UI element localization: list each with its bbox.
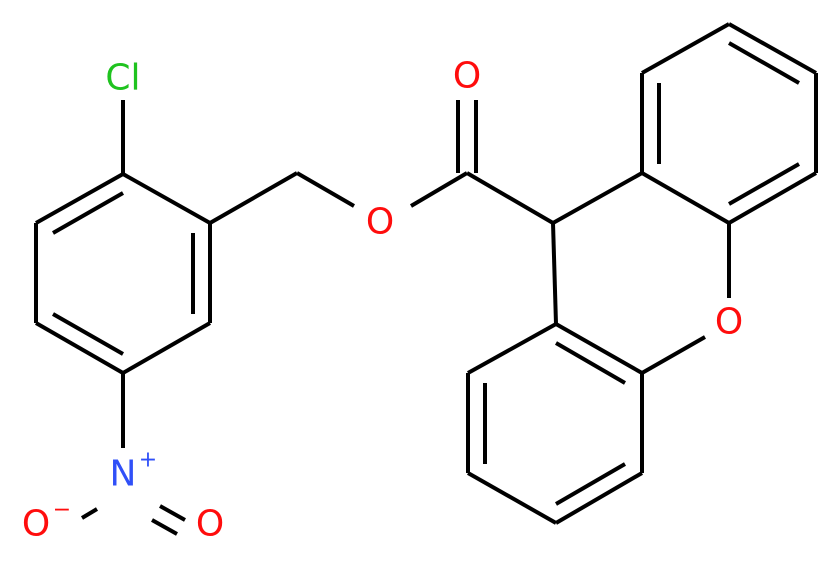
nitro-oxygen-minus-atom: O bbox=[22, 504, 50, 545]
ester-oxygen-atom: O bbox=[366, 202, 394, 243]
n-ominus-bond bbox=[80, 507, 99, 520]
ch-ring-top-bond bbox=[552, 171, 643, 225]
carbonyl-ch-bond bbox=[465, 171, 555, 225]
n-o-double-bond-b bbox=[151, 518, 178, 536]
ring-o-bond-bottom bbox=[641, 335, 706, 375]
n-o-double-bond-a bbox=[159, 504, 186, 522]
negative-charge: − bbox=[53, 498, 71, 523]
nitro-nitrogen-atom: N bbox=[110, 454, 137, 495]
xanthene-upper-ring bbox=[640, 22, 818, 225]
ring-ch2-bond bbox=[209, 171, 298, 225]
ch2-o-bond bbox=[295, 171, 356, 208]
chloronitrophenyl-ring bbox=[34, 172, 212, 375]
xanthene-lower-ring bbox=[466, 322, 644, 525]
carbonyl-oxygen-atom: O bbox=[453, 56, 481, 97]
ring-oxygen-atom: O bbox=[715, 302, 743, 343]
o-carbonyl-bond bbox=[409, 171, 469, 208]
nitro-oxygen-double-atom: O bbox=[196, 504, 224, 545]
chlorine-atom: Cl bbox=[105, 58, 140, 99]
positive-charge: + bbox=[139, 448, 157, 473]
ch-ring-bottom-bond bbox=[551, 222, 558, 325]
